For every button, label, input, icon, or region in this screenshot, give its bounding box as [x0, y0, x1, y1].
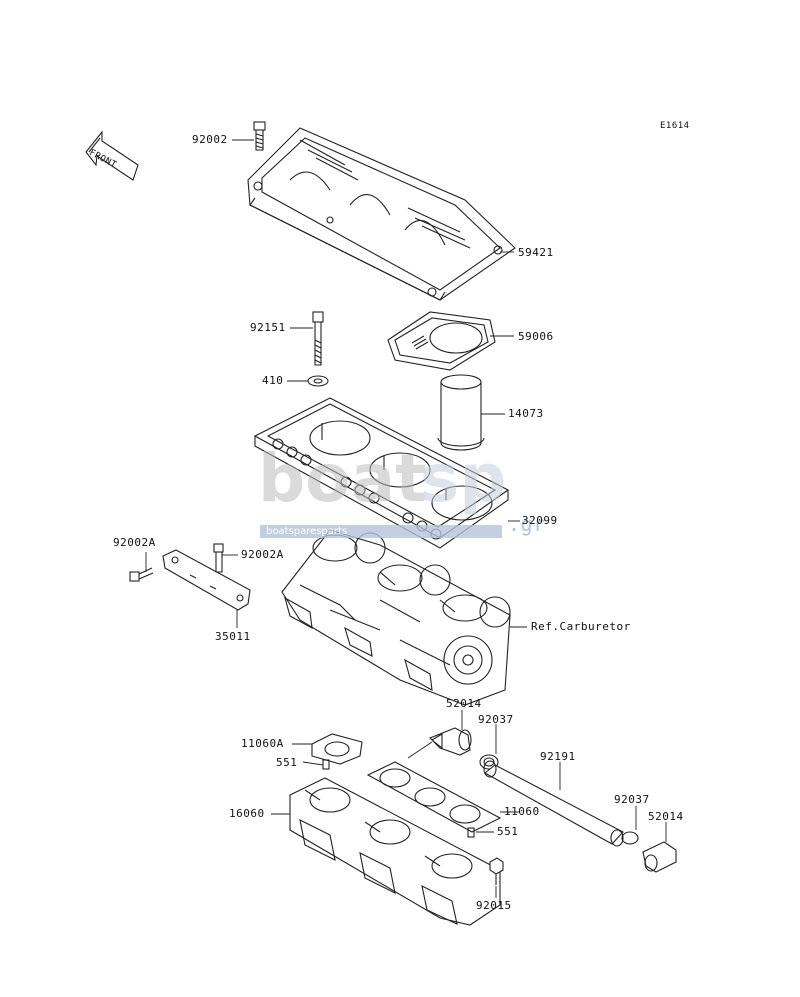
part-label-11060a: 11060A	[241, 737, 284, 750]
part-label-92002: 92002	[192, 133, 228, 146]
intake-cover-shape	[247, 127, 516, 301]
diagram-id-label: E1614	[660, 121, 690, 131]
watermark-right: sp	[420, 440, 507, 517]
watermark-suffix: .gr	[508, 512, 546, 536]
part-label-551-top: 551	[276, 756, 298, 769]
clamp-92037-right-shape	[621, 831, 639, 845]
fitting-52014-shape	[429, 727, 472, 756]
ref-carburetor-label: Ref.Carburetor	[531, 620, 631, 633]
clamp-92037-shape	[479, 754, 499, 770]
part-label-92002a-left: 92002A	[113, 536, 156, 549]
washer-410-shape	[307, 375, 329, 387]
bolt-92002a-shape	[129, 543, 224, 582]
part-label-11060: 11060	[504, 805, 540, 818]
watermark-sub: boatsparesparts	[260, 525, 502, 538]
part-label-59421: 59421	[518, 246, 554, 259]
bolt-92151-shape	[312, 311, 324, 366]
bolt-92015-shape	[489, 857, 504, 885]
front-arrow-icon	[85, 130, 139, 181]
part-label-52014-top: 52014	[446, 697, 482, 710]
gasket-11060-shape	[366, 761, 502, 833]
fitting-52014-right-shape	[642, 841, 677, 873]
part-label-92037-top: 92037	[478, 713, 514, 726]
part-label-14073: 14073	[508, 407, 544, 420]
part-label-35011: 35011	[215, 630, 251, 643]
gasket-11060a-shape	[311, 733, 363, 765]
dowel-551-shape	[322, 759, 330, 770]
leader-lines	[145, 139, 667, 898]
bracket-35011-shape	[162, 549, 251, 611]
part-label-551-bottom: 551	[497, 825, 519, 838]
bolt-92002-shape	[253, 121, 266, 151]
part-label-92037-right: 92037	[614, 793, 650, 806]
part-label-16060: 16060	[229, 807, 265, 820]
part-label-92015: 92015	[476, 899, 512, 912]
flame-arrester-gasket-shape	[387, 311, 496, 371]
watermark-left: boat	[258, 440, 427, 517]
part-label-410: 410	[262, 374, 284, 387]
arrester-base-shape	[253, 397, 510, 549]
hose-92191-shape	[483, 760, 624, 847]
part-label-92002a-right: 92002A	[241, 548, 284, 561]
part-label-59006: 59006	[518, 330, 554, 343]
part-label-92151: 92151	[250, 321, 286, 334]
part-label-32099: 32099	[522, 514, 558, 527]
intake-manifold-shape	[289, 777, 501, 926]
carburetor-assembly-shape	[281, 529, 511, 706]
part-label-52014-right: 52014	[648, 810, 684, 823]
dowel-551-bottom-shape	[467, 827, 475, 838]
part-label-92191: 92191	[540, 750, 576, 763]
flame-arrester-shape	[437, 374, 485, 451]
